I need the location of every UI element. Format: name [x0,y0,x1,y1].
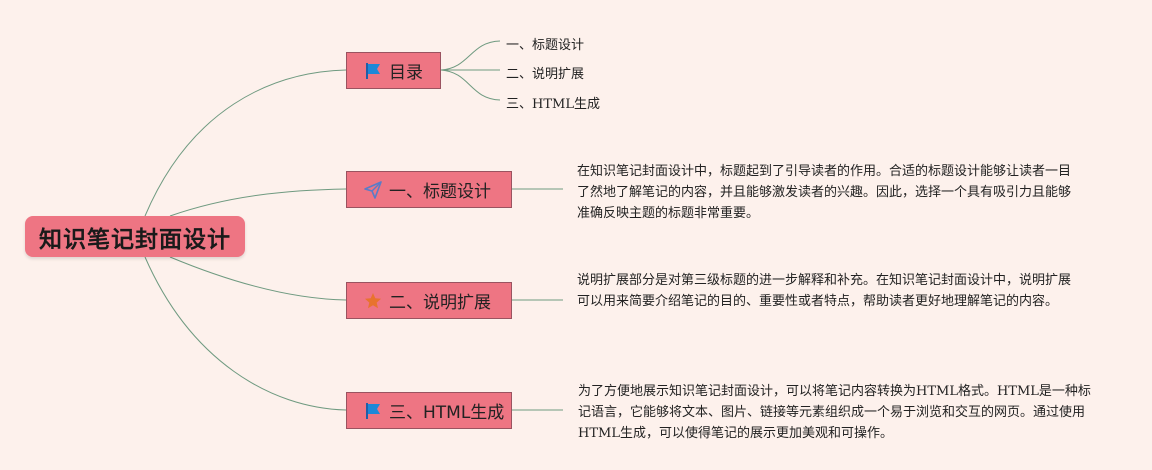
branch-html-label: 三、HTML生成 [389,403,505,423]
branch-explain-label: 二、说明扩展 [389,293,491,313]
branch-explain[interactable]: 二、说明扩展 [346,282,512,319]
note-title-design: 在知识笔记封面设计中，标题起到了引导读者的作用。合适的标题设计能够让读者一目了然… [577,164,1072,221]
blue-flag-icon [363,61,383,81]
branch-title-design-label: 一、标题设计 [389,182,491,202]
connector-toc-leaf-0 [440,40,501,71]
orange-star-icon [363,291,383,311]
note-explain: 说明扩展部分是对第三级标题的进一步解释和补充。在知识笔记封面设计中，说明扩展可以… [577,273,1072,309]
connector-root-toc [144,69,347,217]
note-html: 为了方便地展示知识笔记封面设计，可以将笔记内容转换为HTML格式。HTML是一种… [578,384,1091,441]
root-label: 知识笔记封面设计 [39,226,231,253]
connector-root-html [144,256,347,411]
branch-toc-label: 目录 [389,63,423,83]
toc-item-title-design[interactable]: 一、标题设计 [506,38,585,53]
blue-flag-icon [363,401,383,421]
branch-html[interactable]: 三、HTML生成 [346,392,512,429]
root-node[interactable]: 知识笔记封面设计 [25,216,245,257]
connector-root-title [169,188,347,217]
connector-root-explain [169,256,347,301]
paper-plane-icon [363,180,383,200]
toc-item-html[interactable]: 三、HTML生成 [506,97,600,112]
branch-toc[interactable]: 目录 [346,52,441,89]
toc-item-explain[interactable]: 二、说明扩展 [506,67,585,82]
branch-title-design[interactable]: 一、标题设计 [346,171,512,208]
connector-toc-leaf-2 [440,69,501,101]
